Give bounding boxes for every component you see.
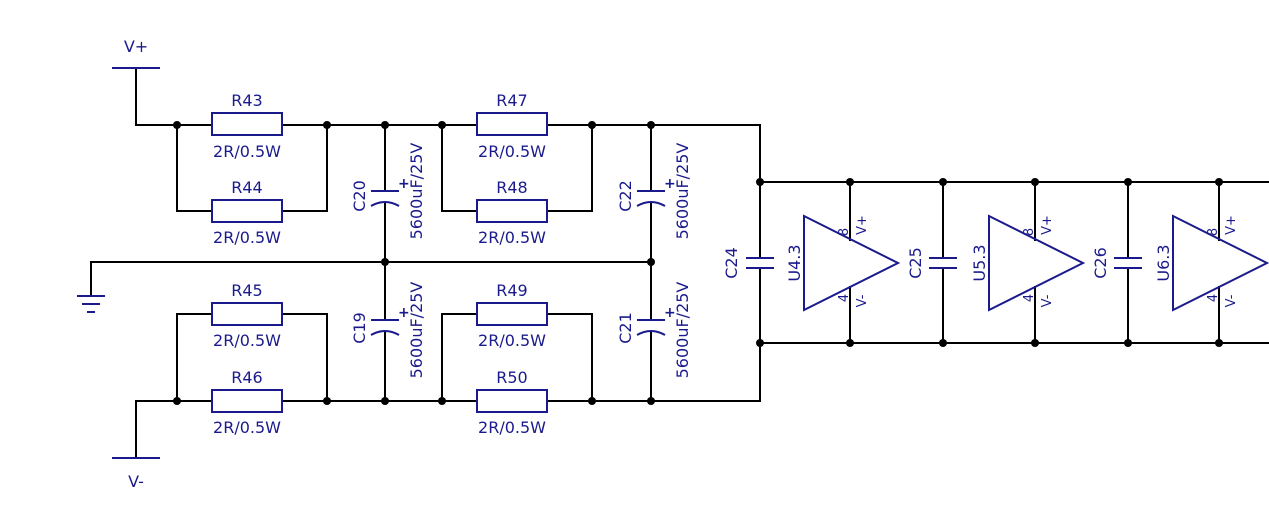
vminus-symbol: V- bbox=[112, 457, 160, 491]
junction-dot bbox=[1215, 178, 1223, 186]
resistor-value: 2R/0.5W bbox=[213, 418, 281, 437]
capacitor-ref: C22 bbox=[616, 180, 635, 212]
junction-dot bbox=[756, 178, 764, 186]
capacitor-ref: C20 bbox=[350, 180, 369, 212]
polarity-plus: + bbox=[664, 305, 676, 321]
pin-number: 4 bbox=[837, 294, 852, 302]
capacitor-ref: C26 bbox=[1091, 247, 1110, 279]
pin-name: V+ bbox=[1224, 215, 1239, 235]
resistor-ref: R46 bbox=[231, 368, 262, 387]
resistor-r44: R44 2R/0.5W bbox=[211, 178, 283, 247]
resistor-value: 2R/0.5W bbox=[478, 418, 546, 437]
resistor-ref: R48 bbox=[496, 178, 527, 197]
pin-number: 4 bbox=[1022, 294, 1037, 302]
resistor-value: 2R/0.5W bbox=[478, 331, 546, 350]
pin-name: V- bbox=[855, 294, 870, 307]
junction-dot bbox=[647, 397, 655, 405]
resistor-r49: R49 2R/0.5W bbox=[476, 281, 548, 350]
junction-dot bbox=[939, 339, 947, 347]
ground-icon bbox=[77, 295, 105, 313]
resistor-r50: R50 2R/0.5W bbox=[476, 368, 548, 437]
resistor-r48: R48 2R/0.5W bbox=[476, 178, 548, 247]
pin-name: V- bbox=[1224, 294, 1239, 307]
junction-dot bbox=[381, 397, 389, 405]
resistor-ref: R49 bbox=[496, 281, 527, 300]
junction-dot bbox=[173, 397, 181, 405]
junction-dot bbox=[846, 178, 854, 186]
resistor-r47: R47 2R/0.5W bbox=[476, 91, 548, 161]
junction-dot bbox=[1031, 178, 1039, 186]
opamp-u5-3: U5.3 8 V+ 4 V- bbox=[970, 214, 1086, 312]
capacitor-ref: C24 bbox=[722, 247, 741, 279]
junction-dot bbox=[846, 339, 854, 347]
resistor-ref: R43 bbox=[231, 91, 262, 110]
capacitor-value: 5600uF/25V bbox=[407, 282, 426, 379]
junction-dot bbox=[1124, 339, 1132, 347]
polarity-plus: + bbox=[398, 305, 410, 321]
junction-dot bbox=[381, 121, 389, 129]
pin-number: 8 bbox=[1022, 228, 1037, 236]
pin-number: 8 bbox=[1206, 228, 1221, 236]
junction-dot bbox=[647, 121, 655, 129]
vplus-label: V+ bbox=[124, 37, 148, 56]
resistor-value: 2R/0.5W bbox=[213, 142, 281, 161]
resistor-r45: R45 2R/0.5W bbox=[211, 281, 283, 350]
vminus-label: V- bbox=[128, 472, 144, 491]
resistor-ref: R50 bbox=[496, 368, 527, 387]
wires bbox=[90, 68, 1269, 458]
opamp-ref: U6.3 bbox=[1154, 244, 1173, 281]
pin-name: V+ bbox=[1040, 215, 1055, 235]
opamp-ref: U5.3 bbox=[970, 244, 989, 281]
junction-dot bbox=[939, 178, 947, 186]
resistor-value: 2R/0.5W bbox=[213, 331, 281, 350]
capacitor-c21: + C21 5600uF/25V bbox=[616, 282, 692, 379]
opamp-u4-3: U4.3 8 V+ 4 V- bbox=[785, 214, 901, 312]
junction-dot bbox=[1124, 178, 1132, 186]
junction-dot bbox=[647, 258, 655, 266]
polarity-plus: + bbox=[398, 176, 410, 192]
pin-number: 8 bbox=[837, 228, 852, 236]
capacitor-ref: C25 bbox=[906, 247, 925, 279]
junction-dot bbox=[1215, 339, 1223, 347]
capacitor-c25: C25 bbox=[906, 247, 957, 279]
junction-dot bbox=[381, 258, 389, 266]
capacitor-c19: + C19 5600uF/25V bbox=[350, 282, 426, 379]
polarity-plus: + bbox=[664, 176, 676, 192]
capacitor-value: 5600uF/25V bbox=[673, 282, 692, 379]
junction-dot bbox=[756, 339, 764, 347]
junction-dot bbox=[1031, 339, 1039, 347]
resistor-value: 2R/0.5W bbox=[478, 228, 546, 247]
vplus-symbol: V+ bbox=[112, 37, 160, 69]
capacitor-ref: C21 bbox=[616, 312, 635, 344]
resistor-ref: R45 bbox=[231, 281, 262, 300]
capacitor-c26: C26 bbox=[1091, 247, 1142, 279]
pin-name: V+ bbox=[855, 215, 870, 235]
junctions bbox=[173, 121, 1223, 405]
junction-dot bbox=[323, 397, 331, 405]
pin-number: 4 bbox=[1206, 294, 1221, 302]
junction-dot bbox=[438, 397, 446, 405]
resistor-value: 2R/0.5W bbox=[478, 142, 546, 161]
capacitor-c24: C24 bbox=[722, 247, 774, 279]
capacitor-c20: + C20 5600uF/25V bbox=[350, 143, 426, 240]
junction-dot bbox=[588, 397, 596, 405]
resistor-r46: R46 2R/0.5W bbox=[211, 368, 283, 437]
capacitor-value: 5600uF/25V bbox=[673, 143, 692, 240]
pin-name: V- bbox=[1040, 294, 1055, 307]
opamp-ref: U4.3 bbox=[785, 244, 804, 281]
resistor-value: 2R/0.5W bbox=[213, 228, 281, 247]
resistor-r43: R43 2R/0.5W bbox=[211, 91, 283, 161]
junction-dot bbox=[173, 121, 181, 129]
capacitor-c22: + C22 5600uF/25V bbox=[616, 143, 692, 240]
opamp-u6-3: U6.3 8 V+ 4 V- bbox=[1154, 214, 1269, 312]
junction-dot bbox=[323, 121, 331, 129]
resistor-ref: R44 bbox=[231, 178, 262, 197]
junction-dot bbox=[438, 121, 446, 129]
capacitor-value: 5600uF/25V bbox=[407, 143, 426, 240]
capacitor-ref: C19 bbox=[350, 312, 369, 344]
resistor-ref: R47 bbox=[496, 91, 527, 110]
junction-dot bbox=[588, 121, 596, 129]
